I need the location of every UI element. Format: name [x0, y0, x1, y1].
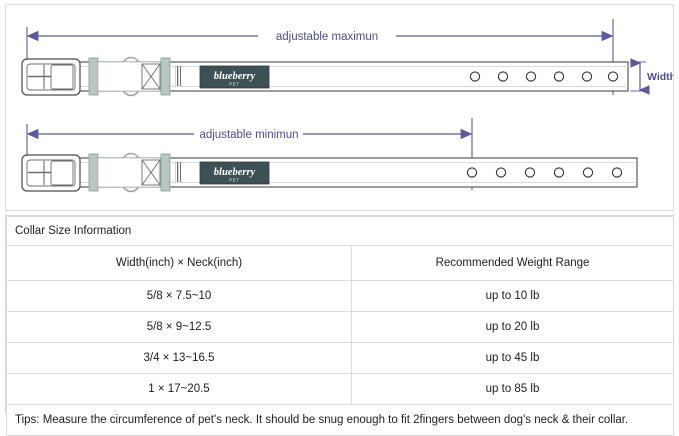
cell-weight: up to 45 lb	[350, 342, 675, 374]
label-width: Width	[647, 71, 673, 83]
buckle-max	[21, 58, 81, 96]
keeper-loop-1-min	[88, 153, 99, 192]
cell-weight: up to 10 lb	[350, 280, 675, 312]
collar-diagram-panel: adjustable maximun	[5, 4, 674, 211]
collar-min-group: adjustable minimun	[21, 118, 638, 193]
brand-name-min: blueberry	[214, 167, 256, 178]
table-header-row: Width(inch) × Neck(inch) Recommended Wei…	[6, 245, 675, 281]
keeper-loop-1-max	[88, 57, 99, 96]
cell-size: 3/4 × 13~16.5	[6, 342, 352, 374]
tips-text: Tips: Measure the circumference of pet's…	[5, 404, 675, 436]
table-row: 3/4 × 13~16.5 up to 45 lb	[6, 342, 675, 374]
table-row: 5/8 × 7.5~10 up to 10 lb	[6, 280, 675, 312]
label-adjustable-maximum: adjustable maximun	[276, 31, 378, 43]
brand-label-max: blueberry PET	[199, 65, 270, 89]
holes-min	[466, 167, 623, 178]
table-caption-row: Collar Size Information	[5, 216, 675, 246]
table-tips-row: Tips: Measure the circumference of pet's…	[5, 404, 675, 436]
x-box-max	[141, 63, 161, 90]
buckle-min	[21, 154, 81, 192]
holes-max	[469, 71, 619, 82]
brand-sub-max: PET	[229, 82, 240, 87]
keeper-loop-2-max	[160, 57, 171, 96]
stitch-hatch-min	[175, 162, 181, 182]
column-header-weight: Recommended Weight Range	[350, 245, 675, 281]
brand-name-max: blueberry	[214, 71, 256, 82]
stitch-hatch-max	[175, 66, 181, 86]
x-line-b-max	[141, 63, 161, 90]
collar-size-table: Collar Size Information Width(inch) × Ne…	[5, 216, 675, 436]
keeper-loop-2-min	[160, 153, 171, 192]
cell-size: 5/8 × 9~12.5	[6, 311, 352, 343]
collar-size-guide: adjustable maximun	[5, 4, 675, 436]
brand-label-min: blueberry PET	[199, 161, 270, 185]
table-row: 1 × 17~20.5 up to 85 lb	[6, 373, 675, 405]
label-adjustable-minimum: adjustable minimun	[199, 129, 298, 141]
table-caption: Collar Size Information	[5, 216, 675, 246]
brand-sub-min: PET	[229, 178, 240, 183]
cell-size: 1 × 17~20.5	[6, 373, 352, 405]
cell-weight: up to 20 lb	[350, 311, 675, 343]
strap-fold-min	[97, 157, 161, 188]
collar-size-table-panel: Collar Size Information Width(inch) × Ne…	[5, 215, 675, 436]
table-row: 5/8 × 9~12.5 up to 20 lb	[6, 311, 675, 343]
x-line-b-min	[141, 159, 161, 186]
cell-weight: up to 85 lb	[350, 373, 675, 405]
collar-diagram-svg: adjustable maximun	[21, 19, 673, 193]
x-box-min	[141, 159, 161, 186]
collar-max-group: adjustable maximun	[21, 19, 673, 97]
column-header-size: Width(inch) × Neck(inch)	[6, 245, 352, 281]
cell-size: 5/8 × 7.5~10	[6, 280, 352, 312]
